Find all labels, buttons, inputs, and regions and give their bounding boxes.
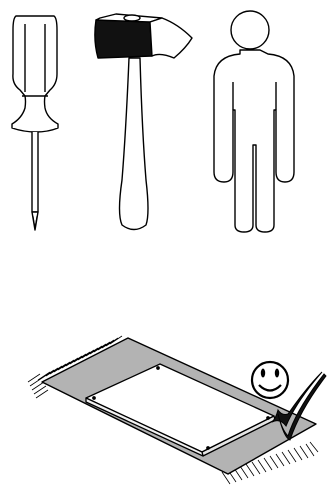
smiley-icon xyxy=(252,362,288,398)
screwdriver-icon xyxy=(12,16,58,230)
person-icon xyxy=(214,11,294,232)
rug-scene xyxy=(28,336,326,484)
hammer-icon xyxy=(95,14,192,230)
